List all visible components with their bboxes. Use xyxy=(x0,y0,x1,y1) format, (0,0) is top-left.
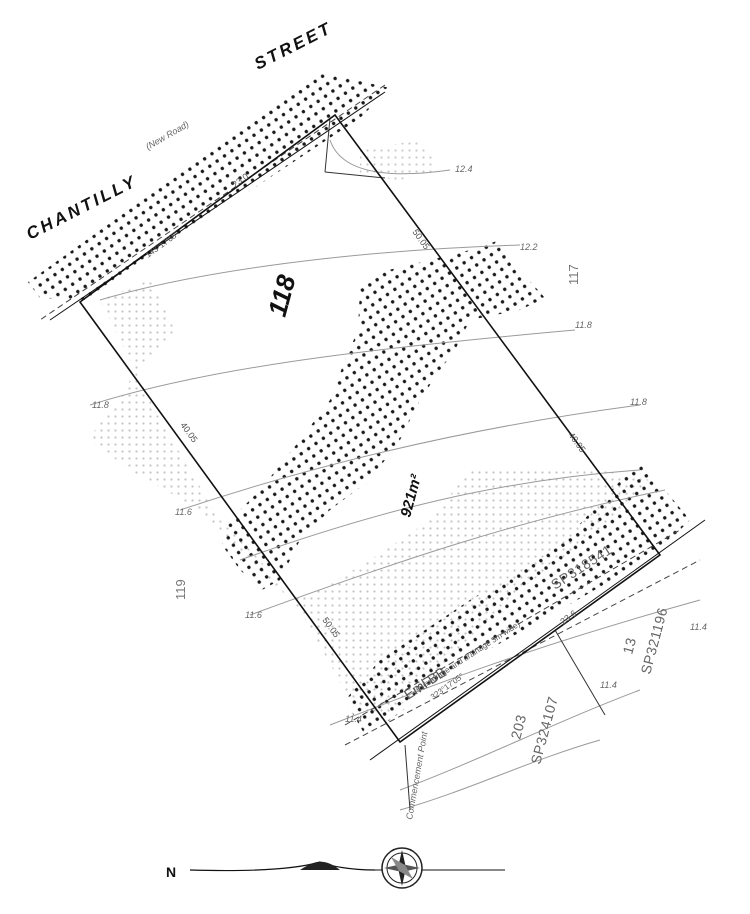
neighbour-lot-north: 117 xyxy=(566,264,581,285)
lot-number: 118 xyxy=(262,271,302,319)
easement-lines xyxy=(39,84,701,746)
contour-label: 11.4 xyxy=(600,680,617,690)
street-note: (New Road) xyxy=(144,119,191,152)
contour-label: 11.4 xyxy=(345,714,362,724)
contour-label: 12.4 xyxy=(455,164,473,174)
rear-extension xyxy=(369,519,706,761)
frontage-extension xyxy=(49,91,386,321)
contour-label: 11.8 xyxy=(575,320,592,330)
contour-label: 11.8 xyxy=(92,400,109,410)
street-dotted-band xyxy=(28,72,390,300)
light-shading-south xyxy=(90,280,650,720)
contour-label: 11.4 xyxy=(690,622,707,632)
side-north-lower-dimension: 40.05 xyxy=(566,430,587,454)
compass-rose-icon xyxy=(381,847,423,889)
contour-label: 11.8 xyxy=(630,397,647,407)
contour-lines xyxy=(89,139,701,811)
contour-label: 12.2 xyxy=(520,242,538,252)
neighbour-lot-south: 119 xyxy=(173,579,188,600)
rear-left-lot-plan: SP324107 xyxy=(527,695,560,766)
rear-dimension: 23.6 xyxy=(558,608,578,626)
light-shading-north xyxy=(360,140,440,180)
contour-labels: 12.2 11.8 11.8 11.8 11.6 11.4 11.4 11.4 … xyxy=(92,164,707,724)
easement-dotted-band xyxy=(345,460,690,735)
service-lines xyxy=(324,117,606,811)
rear-lot-number: 13 xyxy=(619,636,639,656)
interior-dotted-area xyxy=(222,240,545,590)
north-label: N xyxy=(166,864,176,880)
north-arrow: N xyxy=(166,847,505,889)
lot-boundary[interactable] xyxy=(78,113,662,744)
side-north-dimension: 50.05 xyxy=(410,227,431,251)
commencement-point-label: Commencement Point xyxy=(404,730,429,820)
contour-label: 11.6 xyxy=(175,507,192,517)
street-name-right: STREET xyxy=(251,18,335,74)
contour-label: 11.6 xyxy=(245,610,262,620)
lot-area: 921m² xyxy=(397,472,425,519)
rear-left-lot-number: 203 xyxy=(507,713,529,741)
